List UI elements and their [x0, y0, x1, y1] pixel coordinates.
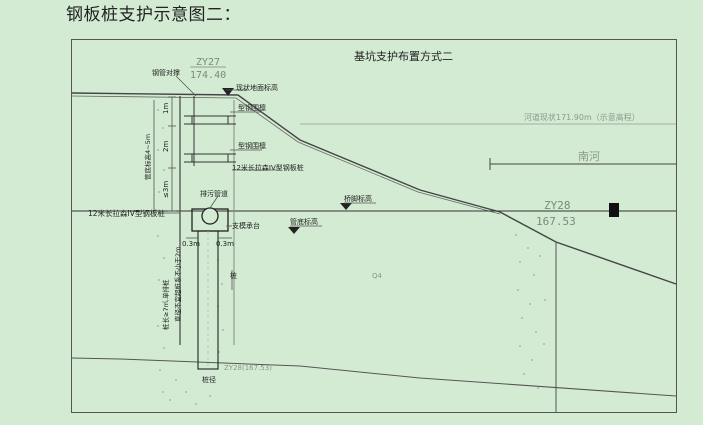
steel-purlin-label-1: 型钢围檩 [238, 103, 266, 112]
pile-note-2: 直径不宜超桩系不小于2m [173, 247, 182, 322]
dim-03m-left: 0.3m [182, 240, 200, 248]
pile-label: 桩 [230, 271, 237, 280]
soil-hatch-right [515, 234, 546, 389]
dim-03m-right: 0.3m [216, 240, 234, 248]
zy27-value: 174.40 [190, 70, 226, 81]
sewer-pipe-icon [201, 207, 219, 225]
wall-depth-note: 管底标高4~5m [143, 134, 152, 180]
bottom-boundary-line [71, 357, 677, 397]
steel-support-label: 钢管对撑 [152, 68, 180, 77]
zy27-label: ZY27 [196, 57, 220, 68]
bridge-foot-label: 桥脚标高 [344, 194, 372, 203]
pile-diameter-label: 桩径 [202, 375, 216, 384]
dimension-lines [153, 96, 232, 239]
page-heading: 钢板桩支护示意图二： [66, 5, 241, 25]
diagram-frame [71, 39, 677, 413]
bottom-label: ZY28(167.53) [224, 364, 272, 372]
right-note-label: 河道现状171.90m（示意高程） [524, 112, 640, 122]
q4-label: Q4 [372, 272, 383, 280]
pipe-bottom-label: 管底标高 [290, 217, 318, 226]
sheet-pile-label-left: 12米长拉森IV型钢板桩 [88, 208, 165, 218]
steel-purlin-upper [184, 115, 236, 125]
soil-hatch-left [157, 109, 224, 405]
steel-purlin-lower [184, 153, 236, 163]
diagram-title: 基坑支护布置方式二 [354, 49, 453, 63]
pile-note: 桩长≥7m,单排桩 [161, 279, 170, 330]
sewer-pipe-label: 排污管道 [200, 189, 228, 198]
bridge-foot-marker [340, 203, 352, 210]
zy28-label: ZY28 [544, 199, 571, 212]
existing-ground-label: 现状地面标高 [236, 83, 278, 92]
support-platform-label: 支模承台 [232, 221, 260, 230]
dim-3m: ≤3m [162, 181, 170, 198]
steel-purlin-label-2: 型钢围檩 [238, 141, 266, 150]
pipe-bottom-marker [288, 227, 300, 234]
sheet-pile-label-right: 12米长拉森IV型钢板桩 [232, 163, 304, 172]
ground-profile-line-inner [71, 95, 501, 215]
river-label: 南河 [578, 150, 600, 163]
leader-lines [158, 75, 376, 290]
dim-1m: 1m [162, 103, 170, 114]
zy28-marker [609, 203, 619, 217]
zy28-value: 167.53 [536, 215, 576, 228]
dim-2m: 2m [162, 141, 170, 152]
